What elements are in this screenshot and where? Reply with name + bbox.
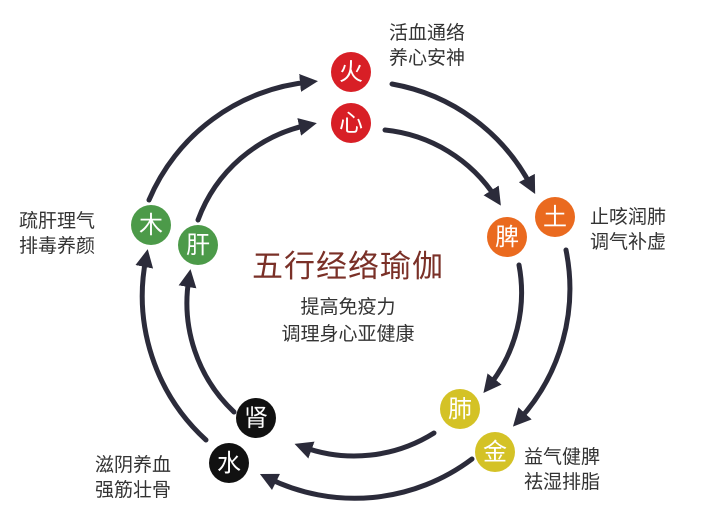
arc-liver-to-heart [195,118,317,223]
arc-kidney-to-liver [178,269,237,415]
fire-node: 火 [331,52,371,92]
water-label: 滋阴养血 强筋壮骨 [95,453,171,503]
water-node-char: 水 [217,449,241,477]
water-label-line1: 滋阴养血 [95,454,172,476]
water-label-line2: 强筋壮骨 [95,479,172,501]
liver-node-char: 肝 [186,231,210,259]
earth-node: 土 [535,197,575,237]
earth-node-char: 土 [543,203,567,231]
liver-node-circle [178,225,218,265]
arc-heart-to-spleen [382,127,501,206]
heart-node-char: 心 [339,109,363,137]
metal-node-circle [475,432,515,472]
center-subtitle-2: 调理身心亚健康 [281,323,415,345]
fire-node-char: 火 [339,58,363,86]
kidney-node-circle [236,398,276,438]
wood-label-line2: 排毒养颜 [19,235,96,257]
wood-node-char: 木 [139,211,163,239]
metal-label: 益气健脾 祛湿排脂 [524,445,600,495]
metal-label-line1: 益气健脾 [524,446,601,468]
earth-label: 止咳润肺 调气补虚 [590,205,666,255]
fire-node-circle [331,52,371,92]
lung-node-circle [440,389,480,429]
metal-node-char: 金 [483,438,507,466]
wood-node: 木 [131,205,171,245]
water-node-circle [209,443,249,483]
arc-metal-to-water [259,456,475,501]
spleen-node-char: 脾 [495,223,519,251]
wood-node-circle [131,205,171,245]
metal-node: 金 [475,432,515,472]
center-subtitle-1: 提高免疫力 [300,296,396,318]
earth-label-line2: 调气补虚 [590,231,667,253]
heart-node: 心 [331,103,371,143]
arc-water-to-wood [135,249,209,443]
spleen-node-circle [487,217,527,257]
lung-node-char: 肺 [448,395,472,423]
fire-label-line2: 养心安神 [389,47,466,69]
water-node: 水 [209,443,249,483]
metal-label-line2: 祛湿排脂 [524,471,601,493]
arc-lung-to-kidney [294,430,437,459]
arc-spleen-to-lung [483,262,525,394]
wood-label-line1: 疏肝理气 [19,210,96,232]
wood-label: 疏肝理气 排毒养颜 [19,209,95,259]
kidney-node: 肾 [236,398,276,438]
arc-wood-to-fire [146,73,318,203]
earth-node-circle [535,197,575,237]
center-title: 五行经络瑜伽 [252,249,444,285]
fire-label-line1: 活血通络 [389,22,466,44]
earth-label-line1: 止咳润肺 [590,206,667,228]
arc-earth-to-metal [512,247,573,427]
arc-fire-to-earth [389,81,536,194]
spleen-node: 脾 [487,217,527,257]
kidney-node-char: 肾 [244,404,268,432]
heart-node-circle [331,103,371,143]
liver-node: 肝 [178,225,218,265]
fire-label: 活血通络 养心安神 [389,21,465,71]
lung-node: 肺 [440,389,480,429]
